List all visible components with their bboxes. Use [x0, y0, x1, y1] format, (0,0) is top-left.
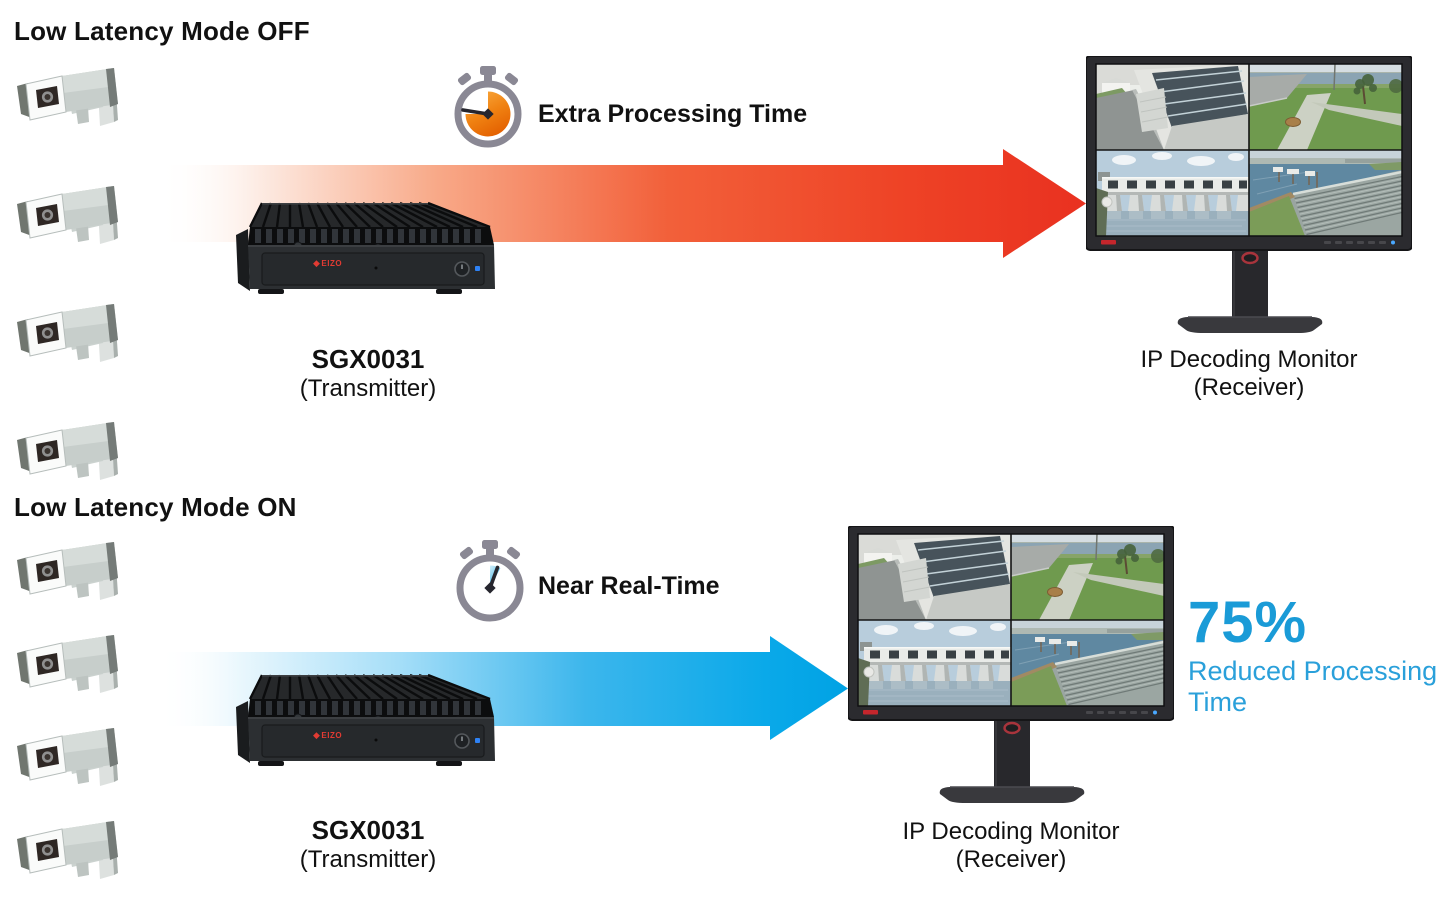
reduction-stat: 75% Reduced Processing Time	[1188, 594, 1437, 718]
reduction-stat-value: 75%	[1188, 590, 1308, 655]
monitor-name: IP Decoding Monitor	[1140, 346, 1358, 373]
section-title-on: Low Latency Mode ON	[14, 492, 297, 522]
transmitter-role: (Transmitter)	[299, 846, 437, 873]
transmitter-device-on	[228, 665, 508, 770]
transmitter-model: SGX0031	[311, 815, 425, 845]
monitor-role: (Receiver)	[1193, 374, 1305, 401]
camera-icon	[12, 420, 122, 492]
transmitter-model: SGX0031	[311, 344, 425, 374]
camera-icon	[12, 540, 122, 612]
stopwatch-near-realtime-icon	[450, 540, 530, 626]
stopwatch-extra-time-icon	[448, 66, 528, 152]
camera-icon	[12, 633, 122, 705]
transmitter-label-on: SGX0031 (Transmitter)	[228, 815, 508, 875]
monitor-role: (Receiver)	[955, 846, 1067, 873]
camera-icon	[12, 819, 122, 891]
monitor-off	[1086, 56, 1412, 336]
transmitter-role: (Transmitter)	[299, 375, 437, 402]
monitor-label-on: IP Decoding Monitor (Receiver)	[848, 818, 1174, 874]
transmitter-device-off	[228, 193, 508, 298]
monitor-label-off: IP Decoding Monitor (Receiver)	[1086, 346, 1412, 402]
camera-icon	[12, 184, 122, 256]
camera-icon	[12, 726, 122, 798]
timer-label-off: Extra Processing Time	[538, 100, 808, 128]
section-title-off: Low Latency Mode OFF	[14, 16, 310, 46]
eizo-diamond-icon: ◆	[313, 730, 321, 740]
monitor-name: IP Decoding Monitor	[902, 818, 1120, 845]
reduction-stat-caption: Reduced Processing Time	[1188, 656, 1438, 717]
transmitter-brand-logo: ◆EIZO	[313, 258, 343, 268]
transmitter-label-off: SGX0031 (Transmitter)	[228, 344, 508, 404]
monitor-on	[848, 526, 1174, 806]
timer-label-on: Near Real-Time	[538, 572, 720, 600]
camera-icon	[12, 66, 122, 138]
eizo-diamond-icon: ◆	[313, 258, 321, 268]
camera-icon	[12, 302, 122, 374]
transmitter-brand-logo: ◆EIZO	[313, 730, 343, 740]
